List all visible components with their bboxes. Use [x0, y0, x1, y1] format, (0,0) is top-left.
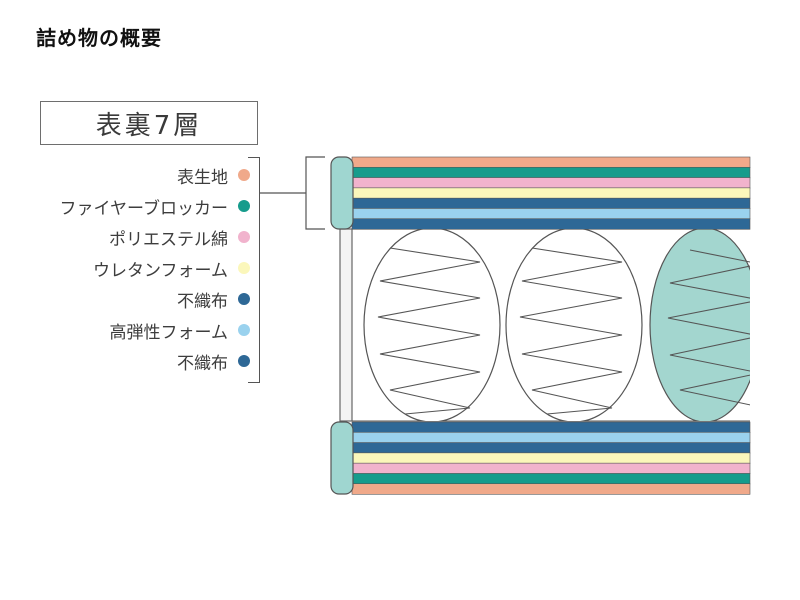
top-edge-cap: [330, 156, 354, 230]
legend-item: 不織布: [177, 286, 250, 312]
legend-bracket: [248, 157, 260, 383]
side-frame: [339, 228, 353, 422]
layer-band: [351, 431, 751, 444]
legend-dot-6: [238, 355, 250, 367]
layer-band: [351, 218, 751, 230]
legend-label: ウレタンフォーム: [93, 260, 228, 281]
layer-group-bracket: [305, 156, 325, 230]
layer-count-label-box: 表裏7層: [40, 101, 258, 145]
legend-dot-4: [238, 293, 250, 305]
top-layer-group: [351, 156, 751, 230]
layer-band: [351, 483, 751, 495]
layer-count-label: 表裏7層: [95, 110, 203, 141]
legend-label: ファイヤーブロッカー: [59, 198, 228, 219]
coil-line: [377, 247, 481, 415]
bottom-layer-group: [351, 421, 751, 495]
layer-band: [351, 442, 751, 454]
layer-band: [351, 166, 751, 179]
legend-label: ポリエステル綿: [109, 229, 228, 250]
layer-band: [351, 421, 751, 433]
bottom-edge-cap: [330, 421, 354, 495]
legend-dot-3: [238, 262, 250, 274]
coil-line: [519, 247, 623, 415]
legend-dot-1: [238, 200, 250, 212]
layer-band: [351, 156, 751, 168]
layer-band: [351, 473, 751, 485]
legend-label: 表生地: [177, 167, 228, 188]
legend-item: ポリエステル綿: [109, 224, 250, 250]
legend-label: 不織布: [177, 353, 228, 374]
legend-label: 高弾性フォーム: [109, 322, 229, 343]
spring: [363, 229, 501, 421]
layer-band: [351, 197, 751, 210]
spring: [505, 229, 643, 421]
legend-item: ウレタンフォーム: [93, 255, 250, 281]
layer-band: [351, 187, 751, 199]
spring-highlighted: [649, 229, 750, 421]
legend-dot-0: [238, 169, 250, 181]
springs-section: [352, 228, 750, 422]
coil-line: [667, 249, 750, 406]
layer-band: [351, 452, 751, 464]
legend-item: 表生地: [177, 162, 250, 188]
layer-band: [351, 177, 751, 189]
legend-dot-5: [238, 324, 250, 336]
legend-item: 高弾性フォーム: [109, 317, 250, 343]
legend-item: ファイヤーブロッカー: [60, 193, 250, 219]
legend-item: 不織布: [177, 348, 250, 374]
page-title: 詰め物の概要: [36, 26, 162, 50]
legend-dot-2: [238, 231, 250, 243]
layer-band: [351, 462, 751, 475]
legend-label: 不織布: [177, 291, 228, 312]
layer-band: [351, 208, 751, 220]
